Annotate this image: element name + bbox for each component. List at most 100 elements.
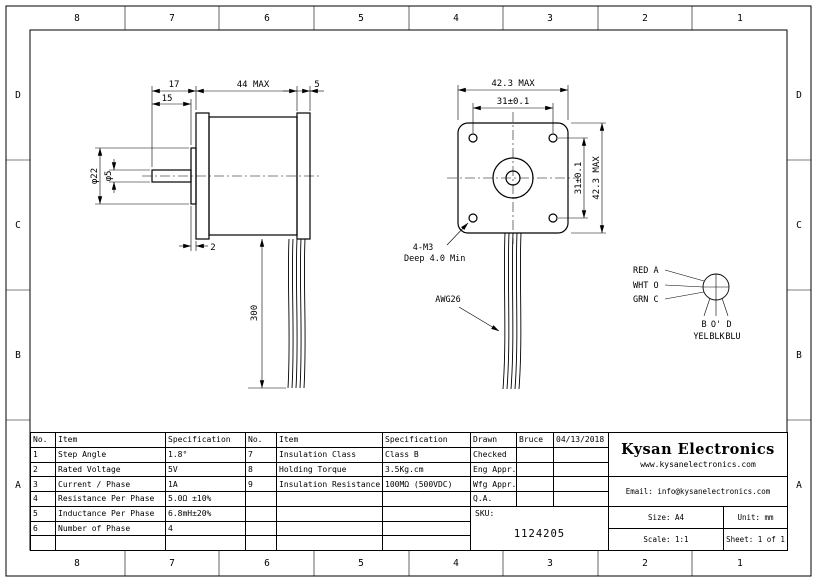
zone-label: 1 — [737, 13, 743, 24]
lead-label-wht: WHT O — [633, 281, 659, 291]
cell: 2 — [31, 462, 56, 478]
zone-label: C — [796, 220, 802, 231]
zone-label: 4 — [453, 558, 459, 569]
dim-lead-length: 300 — [250, 305, 260, 321]
cell: Current / Phase — [56, 477, 166, 492]
approval-date: 04/13/2018 — [554, 433, 609, 448]
dim-shaft-to-boss: 15 — [162, 94, 173, 104]
zone-label: 8 — [74, 558, 80, 569]
title-block: No. Item Specification 1 Step Angle 1.8°… — [30, 432, 788, 551]
empty-cell — [277, 536, 383, 551]
sheet-count: Sheet: 1 of 1 — [724, 529, 788, 551]
cell: 7 — [246, 447, 277, 463]
cell: Number of Phase — [56, 521, 166, 537]
terminal-b: B — [701, 320, 706, 330]
zone-label: 2 — [642, 558, 648, 569]
cell: 1.8° — [166, 447, 246, 463]
col-header-item: Item — [56, 433, 166, 448]
lead-label-red: RED A — [633, 266, 659, 276]
cell: 3 — [31, 477, 56, 492]
spec-table-left: No. Item Specification 1 Step Angle 1.8°… — [31, 433, 246, 551]
cell: 5.0Ω ±10% — [166, 492, 246, 507]
zone-label: 3 — [547, 558, 553, 569]
company-name: Kysan Electronics — [621, 440, 775, 458]
zone-label: C — [15, 220, 21, 231]
approval-value — [517, 462, 554, 478]
cell: 4 — [31, 492, 56, 507]
dim-front-height: 42.3 MAX — [592, 156, 602, 200]
col-header-no: No. — [31, 433, 56, 448]
motor-front-view: 42.3 MAX 31±0.1 31±0.1 42.3 MAX 4-M3 Dee… — [404, 79, 606, 390]
zone-label: 1 — [737, 558, 743, 569]
approval-date — [554, 447, 609, 463]
empty-cell — [56, 536, 166, 551]
zone-label: A — [796, 480, 802, 491]
zone-label: 7 — [169, 13, 175, 24]
cell: Insulation Class — [277, 447, 383, 463]
cell: Resistance Per Phase — [56, 492, 166, 507]
col-header-spec: Specification — [383, 433, 471, 448]
approval-date — [554, 492, 609, 507]
dim-front-width: 42.3 MAX — [491, 79, 535, 89]
approval-label: Checked — [471, 447, 517, 463]
col-header-no: No. — [246, 433, 277, 448]
empty-cell — [166, 536, 246, 551]
dim-hole-pitch-top: 31±0.1 — [497, 97, 530, 107]
callout-mounting-holes-line2: Deep 4.0 Min — [404, 254, 465, 264]
zone-label: A — [15, 480, 21, 491]
empty-cell — [277, 506, 383, 522]
zone-label: 6 — [264, 558, 270, 569]
cell: 6.8mH±20% — [166, 506, 246, 522]
empty-cell — [277, 521, 383, 537]
motor-side-view: 17 44 MAX 5 15 φ22 φ5 2 300 — [90, 80, 324, 389]
empty-cell — [383, 536, 471, 551]
dim-boss-height: 2 — [210, 243, 215, 253]
col-header-spec: Specification — [166, 433, 246, 448]
dim-shaft-length: 17 — [169, 80, 180, 90]
cell: Holding Torque — [277, 462, 383, 478]
zone-label: 6 — [264, 13, 270, 24]
empty-cell — [383, 506, 471, 522]
empty-cell — [246, 492, 277, 507]
empty-cell — [383, 492, 471, 507]
wire-color-blk: BLK — [709, 332, 725, 342]
cell: 1 — [31, 447, 56, 463]
cell: 1A — [166, 477, 246, 492]
zone-label: D — [15, 90, 21, 101]
approval-date — [554, 462, 609, 478]
sheet-size: Size: A4 — [609, 507, 724, 529]
approval-value — [517, 447, 554, 463]
company-website: www.kysanelectronics.com — [640, 459, 756, 469]
wire-color-yel: YEL — [693, 332, 708, 342]
zone-label: B — [15, 350, 21, 361]
callout-mounting-holes-line1: 4-M3 — [413, 243, 433, 253]
sku-label: SKU: — [475, 508, 495, 518]
approval-label: Drawn — [471, 433, 517, 448]
sheet-unit: Unit: mm — [724, 507, 788, 529]
zone-label: D — [796, 90, 802, 101]
zone-label: 3 — [547, 13, 553, 24]
mounting-holes — [468, 133, 558, 223]
lead-label-grn: GRN C — [633, 295, 659, 305]
cell: Class B — [383, 447, 471, 463]
approval-label: Eng Appr. — [471, 462, 517, 478]
empty-cell — [246, 536, 277, 551]
lead-wires-front — [502, 232, 522, 390]
cell: 4 — [166, 521, 246, 537]
terminal-o: O' — [711, 320, 721, 330]
empty-cell — [277, 492, 383, 507]
motor-winding-symbol — [702, 273, 730, 301]
company-block: Kysan Electronics www.kysanelectronics.c… — [609, 433, 788, 551]
lead-wires-side — [287, 238, 306, 389]
sheet-scale: Scale: 1:1 — [609, 529, 724, 551]
cell: 9 — [246, 477, 277, 492]
dim-boss-diameter: φ22 — [90, 168, 100, 184]
cell: Rated Voltage — [56, 462, 166, 478]
spec-table-right: No. Item Specification 7 Insulation Clas… — [246, 433, 471, 551]
zone-label: B — [796, 350, 802, 361]
approval-label: Q.A. — [471, 492, 517, 507]
col-header-item: Item — [277, 433, 383, 448]
cell: 8 — [246, 462, 277, 478]
zone-label: 2 — [642, 13, 648, 24]
empty-cell — [246, 521, 277, 537]
